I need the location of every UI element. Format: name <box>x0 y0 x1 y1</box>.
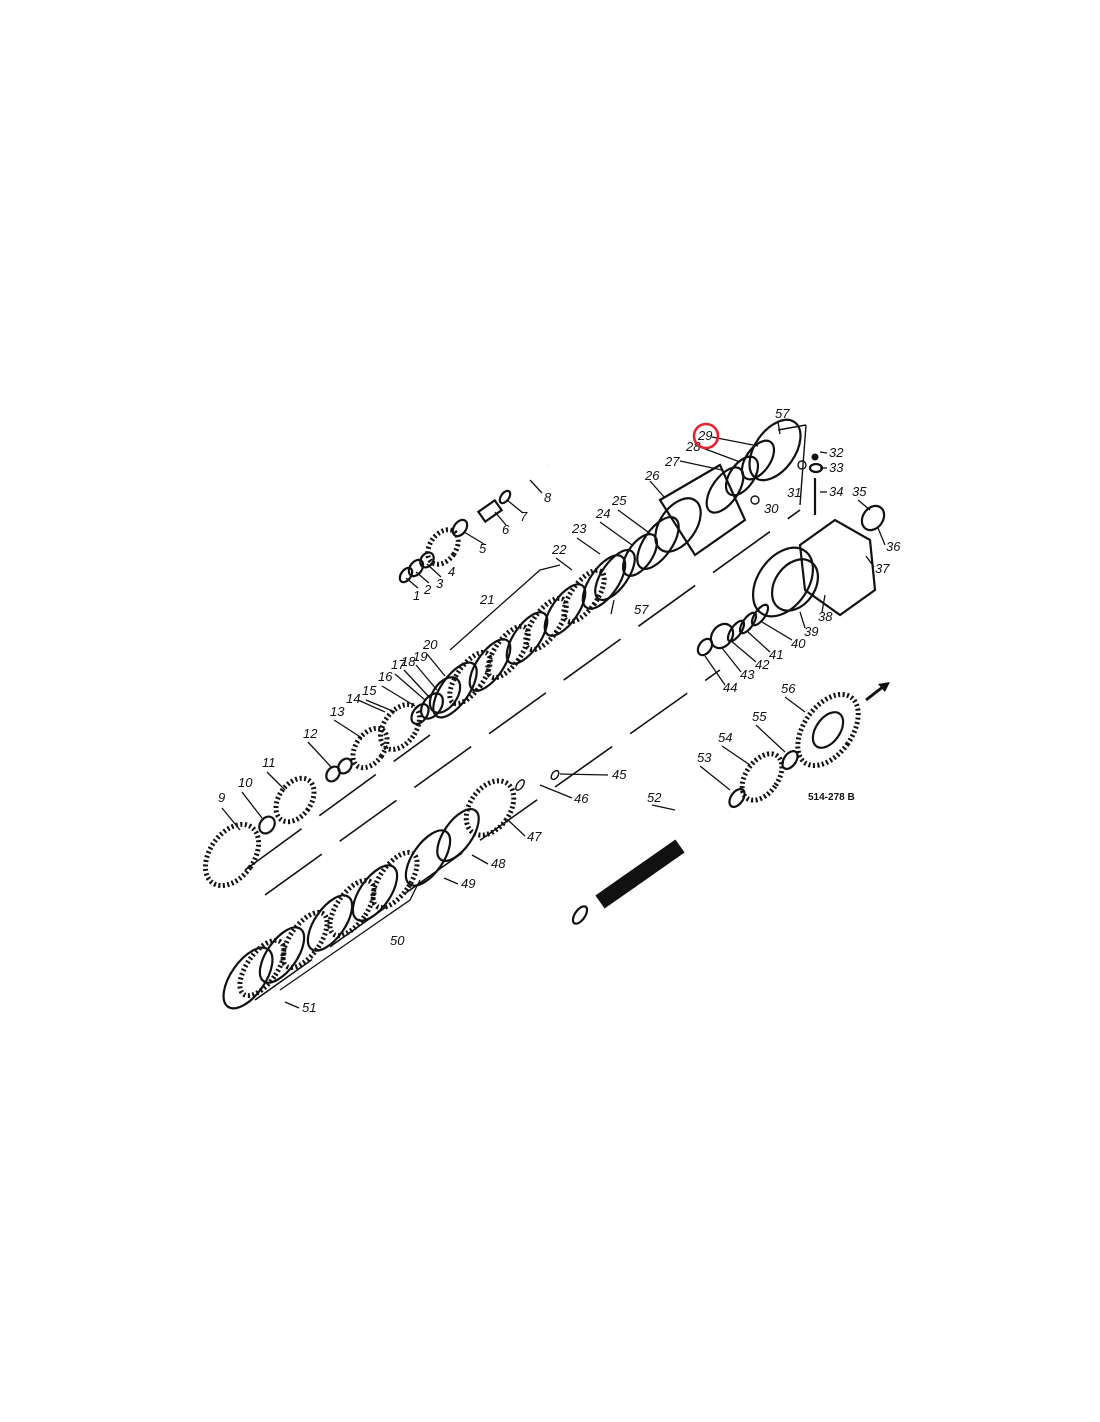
part-label-49: 49 <box>461 876 475 891</box>
piston-housing-group <box>654 418 807 557</box>
part-label-18: 18 <box>401 654 416 669</box>
part-label-4: 4 <box>448 564 455 579</box>
part-label-15: 15 <box>362 683 377 698</box>
part-label-36: 36 <box>886 539 901 554</box>
part-label-47: 47 <box>527 829 542 844</box>
part-label-26: 26 <box>644 468 660 483</box>
reference-code: 514-278 B <box>808 792 855 803</box>
part-label-16: 16 <box>378 669 393 684</box>
part-label-45: 45 <box>612 767 627 782</box>
part-label-22: 22 <box>551 542 567 557</box>
part-label-57b: 57 <box>634 602 649 617</box>
part-label-14: 14 <box>346 691 360 706</box>
part-label-34: 34 <box>829 484 843 499</box>
part-label-57a: 57 <box>775 406 790 421</box>
part-label-53: 53 <box>697 750 712 765</box>
part-label-46: 46 <box>574 791 589 806</box>
part-label-52: 52 <box>647 790 662 805</box>
part-label-55: 55 <box>752 709 767 724</box>
part-label-25: 25 <box>611 493 627 508</box>
part-label-20: 20 <box>422 637 438 652</box>
part-label-56: 56 <box>781 681 796 696</box>
input-shaft <box>515 662 693 791</box>
part-label-39: 39 <box>804 624 818 639</box>
part-label-42: 42 <box>755 657 770 672</box>
part-label-29: 29 <box>697 428 712 443</box>
part-label-19: 19 <box>413 649 427 664</box>
part-label-35: 35 <box>852 484 867 499</box>
part-label-12: 12 <box>303 726 318 741</box>
part-label-9: 9 <box>218 790 225 805</box>
part-label-30: 30 <box>764 501 779 516</box>
highlight-circle <box>692 422 720 450</box>
part-label-40: 40 <box>791 636 806 651</box>
part-label-7: 7 <box>520 509 528 524</box>
part-label-5: 5 <box>479 541 487 556</box>
part-label-32: 32 <box>829 445 844 460</box>
part-label-37: 37 <box>875 561 890 576</box>
part-label-1: 1 <box>413 588 420 603</box>
part-label-31: 31 <box>787 485 801 500</box>
part-label-2: 2 <box>423 582 432 597</box>
part-label-27: 27 <box>664 454 680 469</box>
part-label-3: 3 <box>436 576 444 591</box>
part-label-21: 21 <box>479 592 494 607</box>
part-label-23: 23 <box>571 521 587 536</box>
front-arrow-icon <box>865 682 890 702</box>
part-label-17: 17 <box>391 657 406 672</box>
upper-clutch-pack <box>432 516 680 719</box>
part-label-13: 13 <box>330 704 345 719</box>
small-parts-group <box>398 464 550 584</box>
part-label-24: 24 <box>595 506 610 521</box>
part-label-51: 51 <box>302 1000 316 1015</box>
part-label-11: 11 <box>262 755 276 770</box>
part-label-33: 33 <box>829 460 844 475</box>
part-label-54: 54 <box>718 730 732 745</box>
part-label-41: 41 <box>769 647 783 662</box>
part-label-8: 8 <box>544 490 552 505</box>
part-label-48: 48 <box>491 856 506 871</box>
part-label-50: 50 <box>390 933 405 948</box>
leader-lines <box>221 421 886 1009</box>
output-shaft-group <box>571 691 861 925</box>
part-label-43: 43 <box>740 667 755 682</box>
part-label-44: 44 <box>723 680 737 695</box>
part-label-38: 38 <box>818 609 833 624</box>
part-label-10: 10 <box>238 775 253 790</box>
rear-housing-group <box>696 453 886 657</box>
lower-clutch-pack <box>222 778 517 1010</box>
part-label-6: 6 <box>502 522 510 537</box>
